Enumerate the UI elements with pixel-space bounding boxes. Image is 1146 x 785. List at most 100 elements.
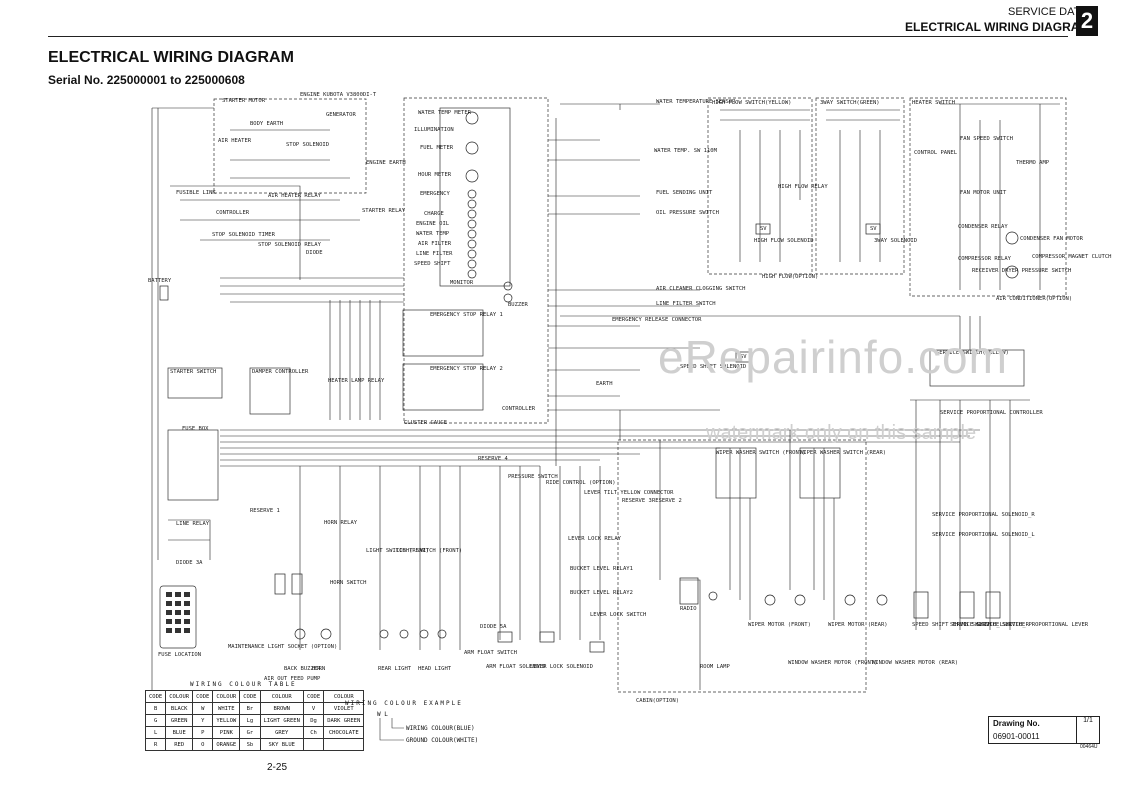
colour-cell: DARK GREEN [323,714,365,727]
service-switch-label: SERVICE SWITCH(YELLOW) [936,350,1009,356]
starter-relay-label: STARTER RELAY [362,208,406,214]
washer-motor-rear-label: WINDOW WASHER MOTOR (REAR) [872,660,959,666]
diode-label: DIODE [306,250,323,256]
compressor-relay-label: COMPRESSOR RELAY [958,256,1011,262]
damper-box [249,367,291,415]
emergency-relay-2-label: EMERGENCY STOP RELAY 2 [430,366,503,372]
code-cell: B [144,702,167,715]
sv-label-3: SV [870,226,877,232]
reserve-2-label: RESERVE 2 [652,498,682,504]
high-flow-switch-label: HIGH FLOW SWITCH(YELLOW) [712,100,792,106]
speed-shift-solenoid-label: SPEED SHIFT SOLENOID [680,364,747,370]
service-prop-lever-label: SERVICE PROPORTIONAL LEVER [1002,622,1089,628]
heater-lamp-relay-label: HEATER LAMP RELAY [328,378,385,384]
engine-block [213,98,367,194]
fuse-box-label: FUSE BOX [182,426,209,432]
colour-cell: BLUE [165,726,194,739]
colour-cell: BLACK [165,702,194,715]
code-cell: V [302,702,325,715]
code-cell: Sb [239,738,261,751]
colour-cell: ORANGE [212,738,241,751]
water-temp-meter-label: WATER TEMP METER [418,110,471,116]
air-heater-relay-label: AIR HEATER RELAY [268,193,321,199]
high-flow-box [707,97,813,275]
lever-lock-solenoid-label: LEVER LOCK SOLENOID [530,664,593,670]
line-filter-switch-label: LINE FILTER SWITCH [656,301,716,307]
starter-switch-box [167,367,223,399]
colour-cell: YELLOW [212,714,241,727]
air-filter-label: AIR FILTER [418,241,452,247]
reserve-3-label: RESERVE 3 [622,498,652,504]
chapter-badge: 2 [1076,6,1098,36]
fuse-box [167,429,219,501]
ride-control-label: RIDE CONTROL (OPTION) [546,480,616,486]
aircon-option-label: AIR CONDITIONER(OPTION) [996,296,1073,302]
aircon-box [909,97,1067,297]
header-cell: CODE [192,690,214,703]
wiper-motor-front-label: WIPER MOTOR (FRONT) [748,622,811,628]
line-filter-label: LINE FILTER [416,251,453,257]
code-cell: Gr [239,726,261,739]
thermo-amp-label: THERMO AMP [1016,160,1050,166]
line-relay-label: LINE RELAY [176,521,210,527]
starter-switch-label: STARTER SWITCH [170,369,217,375]
service-prop-solenoid-r-label: SERVICE PROPORTIONAL SOLENOID_R [932,512,1035,518]
lever-lock-switch-label: LEVER LOCK SWITCH [590,612,647,618]
condenser-relay-label: CONDENSER RELAY [958,224,1008,230]
colour-cell: CHOCOLATE [323,726,365,739]
reserve-1-label: RESERVE 1 [250,508,280,514]
maintenance-light-label: MAINTENANCE LIGHT SOCKET (OPTION) [228,644,338,650]
wiper-front-switch-box [715,447,757,499]
controller-2-label: CONTROLLER [502,406,536,412]
page-title: ELECTRICAL WIRING DIAGRAM [48,49,294,66]
service-prop-solenoid-l-label: SERVICE PROPORTIONAL SOLENOID_L [932,532,1035,538]
controller-label: CONTROLLER [216,210,250,216]
colour-cell: GREY [259,726,304,739]
header-rule [48,36,1068,37]
body-earth-label: BODY EARTH [250,121,284,127]
stop-solenoid-label: STOP SOLENOID [286,142,330,148]
wiper-motor-rear-label: WIPER MOTOR (REAR) [828,622,888,628]
header-cell: COLOUR [259,690,304,703]
engine-oil-label: ENGINE OIL [416,221,450,227]
code-cell: R [144,738,167,751]
bucket-1-relay-label: BUCKET LEVEL RELAY1 [570,566,633,572]
illumination-label: ILLUMINATION [414,127,454,133]
compressor-clutch-label: COMPRESSOR MAGNET CLUTCH [1032,254,1112,260]
battery-label: BATTERY [148,278,172,284]
colour-example-wire: WIRING COLOUR(BLUE) [406,725,475,732]
fuel-meter-label: FUEL METER [420,145,454,151]
drawing-number-box: Drawing No. 06901-00011 1/1 [988,716,1100,744]
colour-cell: LIGHT GREEN [259,714,304,727]
code-cell: L [144,726,167,739]
code-cell: G [144,714,167,727]
drawing-code: 00464U [1080,744,1098,750]
stop-solenoid-timer-label: STOP SOLENOID TIMER [212,232,275,238]
page-number: 2-25 [267,762,288,773]
wiper-rear-switch-box [799,447,841,499]
table-row: R RED O ORANGE Sb SKY BLUE [144,738,365,751]
code-cell: W [192,702,214,715]
drawing-number: 06901-00011 [993,732,1040,741]
engine-label: ENGINE KUBOTA V3800DI-T [300,92,377,98]
reserve-4-label: RESERVE 4 [478,456,508,462]
monitor-label: MONITOR [450,280,474,286]
colour-cell: PINK [212,726,241,739]
cabin-box [617,439,867,693]
radio-label: RADIO [680,606,697,612]
water-temp-sw-label: WATER TEMP. SW 110M [654,148,717,154]
rear-light-label: REAR LIGHT [378,666,412,672]
colour-table: CODE COLOUR CODE COLOUR CODE COLOUR CODE… [144,690,365,751]
air-cleaner-label: AIR CLEANER CLOGGING SWITCH [656,286,746,292]
air-heater-label: AIR HEATER [218,138,252,144]
code-cell [302,738,325,751]
service-switch-l-label: SERVICE SWITCH_L [950,622,1003,628]
horn-label: HORN [312,666,326,672]
light-switch-front-label: LIGHT SWITCH (FRONT) [396,548,463,554]
colour-table-header: CODE COLOUR CODE COLOUR CODE COLOUR CODE… [144,690,365,703]
pressure-switch-label: PRESSURE SWITCH [508,474,558,480]
colour-cell: SKY BLUE [259,738,304,751]
arm-float-solenoid-label: ARM FLOAT SOLENOID [486,664,546,670]
engine-earth-label: ENGINE EARTH [366,160,406,166]
